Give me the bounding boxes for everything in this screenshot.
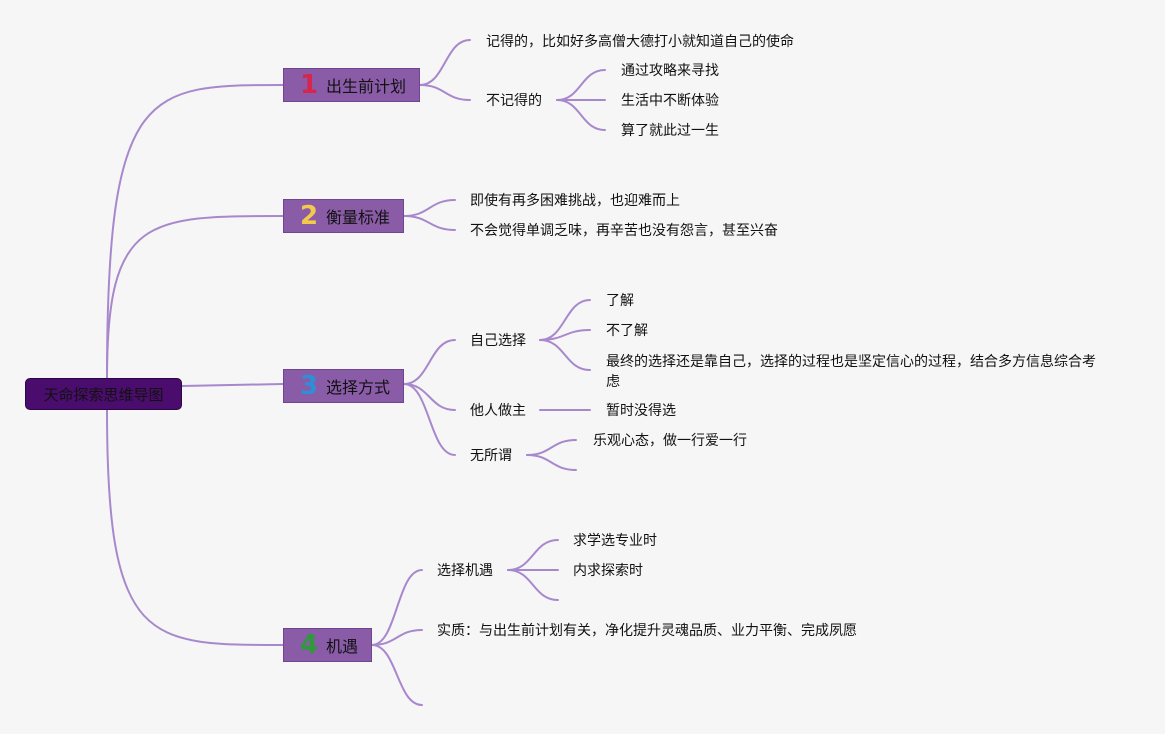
link-choose-opportunity — [371, 569, 423, 646]
node-via-guide[interactable]: 通过攻略来寻找 — [621, 63, 719, 79]
branch-criteria[interactable]: 2 衡量标准 — [283, 199, 404, 233]
link-optimistic — [526, 439, 577, 456]
node-optimistic[interactable]: 乐观心态，做一行爱一行 — [593, 433, 747, 449]
link-empty-3 — [507, 569, 559, 601]
link-never-bored — [403, 215, 456, 231]
number-badge-2: 2 — [299, 201, 319, 231]
trunk-to-branch-4 — [106, 409, 284, 646]
link-indifferent — [403, 383, 456, 456]
link-final-choice — [539, 339, 591, 371]
node-remembered[interactable]: 记得的，比如好多高僧大德打小就知道自己的使命 — [486, 34, 794, 50]
link-empty-1 — [526, 454, 577, 471]
branch-title: 选择方式 — [326, 378, 391, 397]
node-face-challenges[interactable]: 即使有再多困难挑战，也迎难而上 — [470, 193, 680, 209]
link-live-as-is — [556, 99, 606, 131]
node-never-bored[interactable]: 不会觉得单调乏味，再辛苦也没有怨言，甚至兴奋 — [470, 223, 778, 239]
link-choose-major — [507, 539, 559, 571]
node-choose-major[interactable]: 求学选专业时 — [573, 533, 657, 549]
node-self-choice[interactable]: 自己选择 — [470, 333, 526, 349]
link-via-guide — [556, 69, 606, 101]
trunk-to-branch-2 — [106, 215, 284, 379]
link-others-decide — [403, 383, 456, 411]
node-final-choice[interactable]: 最终的选择还是靠自己，选择的过程也是坚定信心的过程，结合多方信息综合考虑 — [606, 354, 1096, 390]
branch-title: 衡量标准 — [326, 208, 391, 227]
node-indifferent[interactable]: 无所谓 — [470, 448, 512, 464]
trunk-to-branch-1 — [106, 84, 284, 379]
branch-opportunity[interactable]: 4 机遇 — [283, 628, 372, 662]
root-node[interactable]: 天命探索思维导图 — [25, 378, 182, 410]
node-inner-exploration[interactable]: 内求探索时 — [573, 563, 643, 579]
node-choose-opportunity[interactable]: 选择机遇 — [437, 563, 493, 579]
node-not-understand[interactable]: 不了解 — [606, 323, 648, 339]
node-others-decide[interactable]: 他人做主 — [470, 403, 526, 419]
link-challenges — [403, 199, 456, 217]
link-not-remembered — [419, 84, 471, 101]
number-badge-3: 3 — [299, 371, 319, 401]
link-essence — [371, 629, 423, 646]
node-live-as-is[interactable]: 算了就此过一生 — [621, 123, 719, 139]
number-badge-4: 4 — [299, 630, 319, 660]
link-self-choice — [403, 339, 456, 385]
node-essence[interactable]: 实质：与出生前计划有关，净化提升灵魂品质、业力平衡、完成夙愿 — [437, 623, 857, 639]
trunk-to-branch-3 — [181, 383, 284, 387]
node-not-remembered[interactable]: 不记得的 — [486, 93, 542, 109]
node-no-choice-yet[interactable]: 暂时没得选 — [606, 403, 676, 419]
number-badge-1: 1 — [299, 70, 319, 100]
branch-birth-plan[interactable]: 1 出生前计划 — [283, 68, 420, 102]
branch-title: 机遇 — [326, 637, 359, 656]
node-experience-life[interactable]: 生活中不断体验 — [621, 93, 719, 109]
branch-choice-method[interactable]: 3 选择方式 — [283, 369, 404, 403]
link-remembered — [419, 39, 471, 86]
branch-title: 出生前计划 — [326, 77, 407, 96]
node-understand[interactable]: 了解 — [606, 293, 634, 309]
link-empty-2 — [371, 644, 423, 706]
